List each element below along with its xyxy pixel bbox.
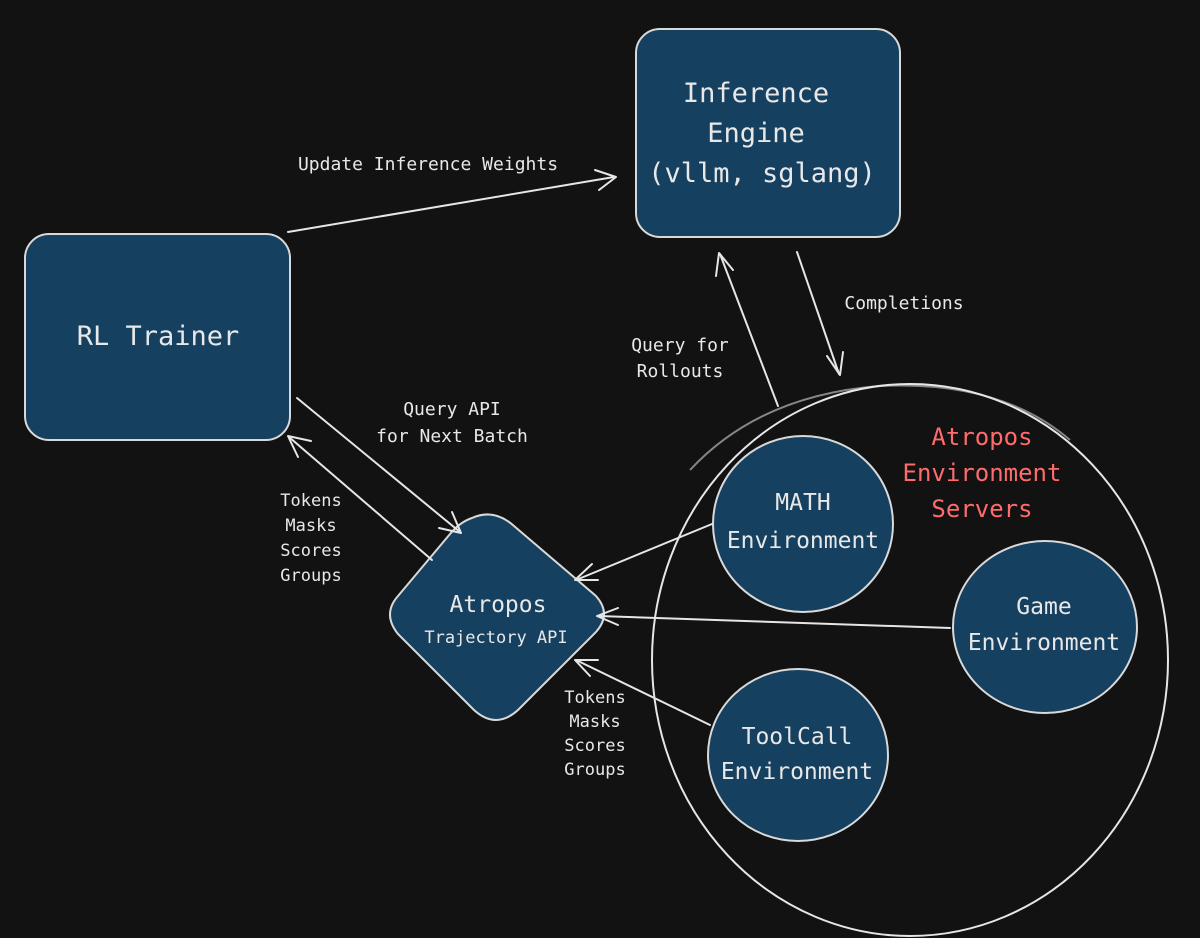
toolcall-env-label-1: ToolCall [742,724,853,750]
atropos-api-node [389,513,605,721]
edge-query-api-label-1: Query API [403,399,501,420]
edge-query-rollouts [719,253,779,407]
edge-update-weights-arrowhead [594,169,617,191]
env-servers-label-1: Atropos [931,423,1032,451]
edge-trainer-return-label-2: Masks [285,516,336,536]
math-env-label-1: MATH [775,490,830,516]
edge-trainer-return-label-4: Groups [280,566,341,586]
game-env-label-2: Environment [968,630,1120,656]
edge-update-weights-label: Update Inference Weights [298,154,558,175]
edge-update-weights [287,176,615,233]
math-env-node [712,435,894,613]
inference-engine-node [635,28,901,238]
edge-math-to-api [575,523,713,581]
edge-query-api-label-2: for Next Batch [376,426,528,447]
toolcall-env-label-2: Environment [721,759,873,785]
inference-engine-label-2: Engine [707,118,805,149]
edge-trainer-return-label-1: Tokens [280,491,341,511]
environment-servers-boundary-sketch [689,384,1071,471]
inference-engine-label-1: Inference [683,78,829,109]
edge-toolcall-to-api [575,659,711,726]
edge-toolcall-to-api-arrowhead [574,659,599,677]
edge-env-return-label-3: Scores [564,736,625,756]
edge-trainer-return-label-3: Scores [280,541,341,561]
env-servers-label-2: Environment [903,459,1062,487]
edge-trainer-return [288,436,433,561]
game-env-node [952,540,1138,714]
environment-servers-boundary [651,383,1169,937]
edge-completions [796,251,840,375]
edge-trainer-return-arrowhead [287,435,312,458]
edge-query-rollouts-label-1: Query for [631,335,729,356]
toolcall-env-node [707,668,889,842]
math-env-label-2: Environment [727,528,879,554]
edge-game-to-api [597,615,951,629]
edge-query-rollouts-label-2: Rollouts [637,361,724,382]
edge-game-to-api-arrowhead [596,607,619,626]
edge-env-return-label-4: Groups [564,760,625,780]
env-servers-label-3: Servers [931,495,1032,523]
edge-env-return-label-2: Masks [569,712,620,732]
edge-math-to-api-arrowhead [574,563,599,581]
rl-trainer-label: RL Trainer [77,321,240,352]
rl-trainer-node [24,233,291,441]
edge-env-return-label-1: Tokens [564,688,625,708]
edge-completions-label: Completions [844,293,963,314]
game-env-label-1: Game [1016,594,1071,620]
edge-completions-arrowhead [826,351,844,376]
atropos-api-title: Atropos [450,592,547,618]
edge-query-api [296,397,461,533]
inference-engine-label-3: (vllm, sglang) [648,158,876,189]
edge-query-api-arrowhead [438,511,462,534]
atropos-api-subtitle: Trajectory API [424,628,567,648]
edge-query-rollouts-arrowhead [715,252,734,277]
